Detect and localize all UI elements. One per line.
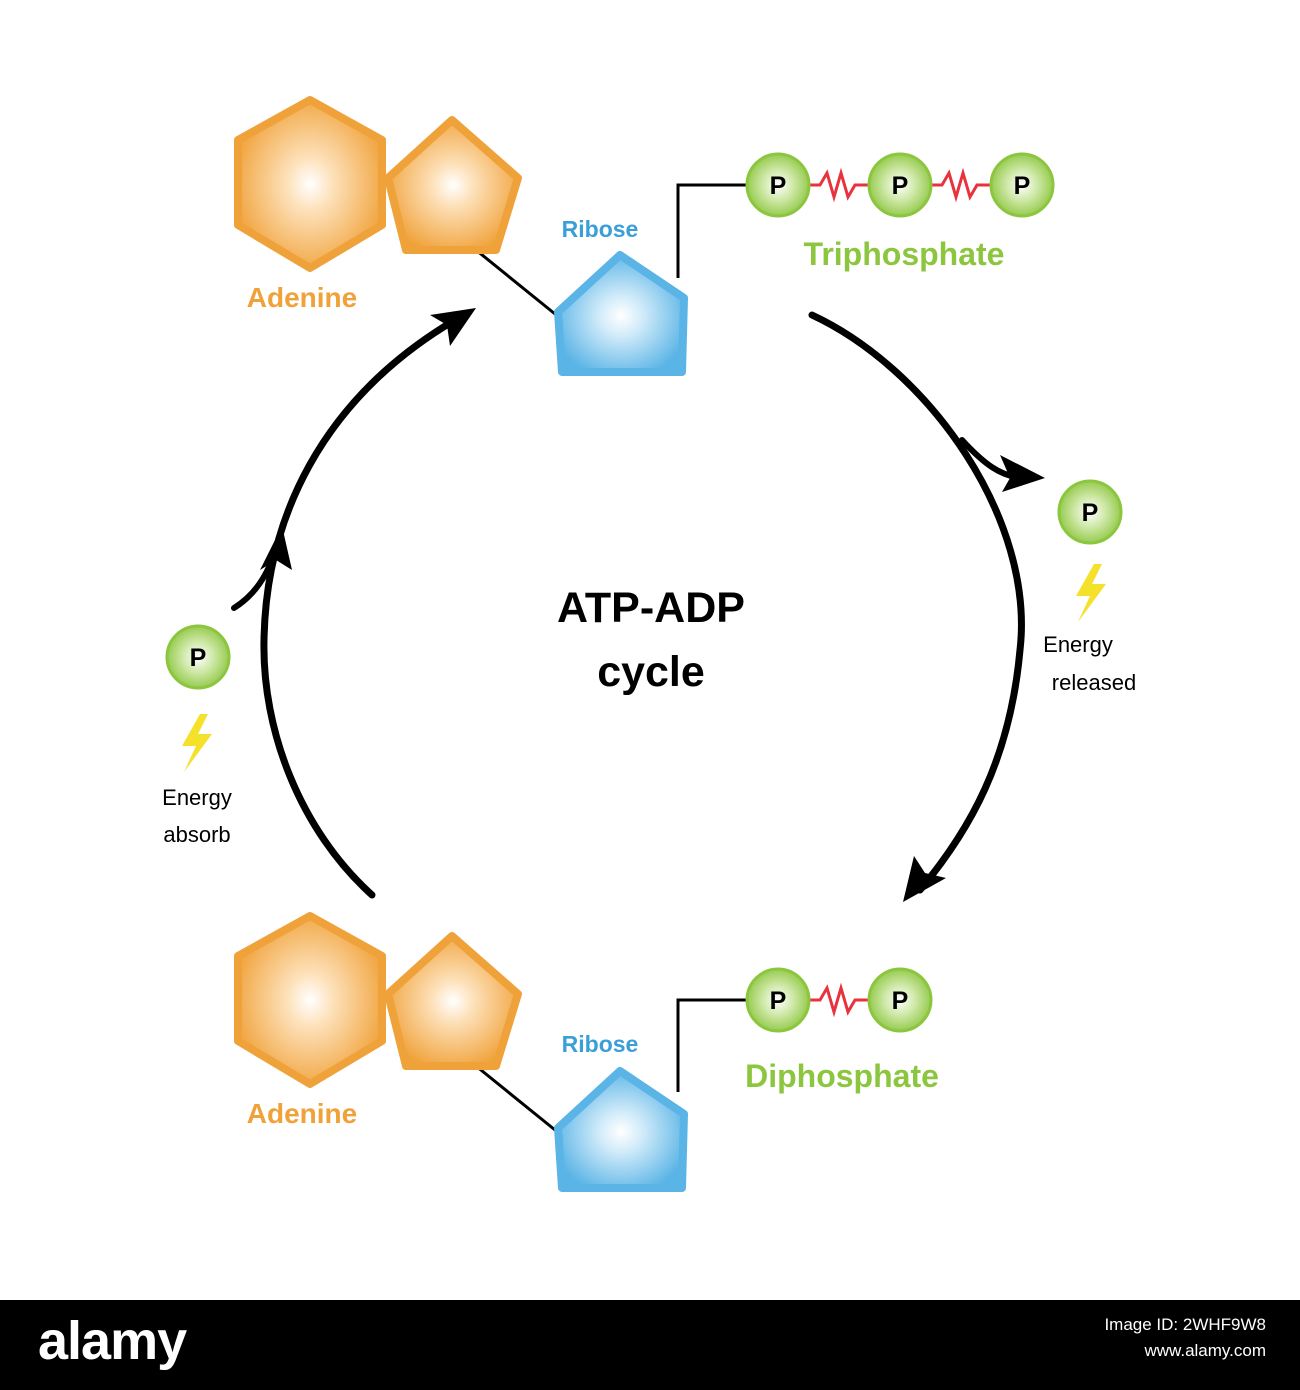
ribose-label: Ribose bbox=[562, 1031, 639, 1057]
cycle-arrows bbox=[231, 308, 1045, 902]
atp-molecule: P P P Adenine Ribose Triphosphate bbox=[234, 96, 1055, 376]
diphosphate-label: Diphosphate bbox=[745, 1058, 939, 1094]
high-energy-bond bbox=[932, 167, 992, 203]
energy-released-line1: Energy bbox=[1043, 632, 1113, 657]
phosphate-circle: P bbox=[745, 967, 811, 1033]
phosphate-label: P bbox=[1082, 499, 1099, 527]
phosphate-circle: P bbox=[745, 152, 811, 218]
phosphate-label: P bbox=[1014, 172, 1031, 200]
phosphate-label: P bbox=[770, 987, 787, 1015]
adp-molecule: P P Adenine Ribose Diphosphate bbox=[234, 912, 939, 1192]
adp-arrowhead bbox=[903, 856, 946, 902]
image-id-label: Image ID: 2WHF9W8 bbox=[1104, 1315, 1266, 1334]
lightning-icon bbox=[182, 714, 212, 772]
released-phosphate-group: P Energy released bbox=[1043, 479, 1136, 695]
diagram-canvas: P P P Adenine Ribose Triphosphate P P Ad… bbox=[162, 96, 1136, 1192]
absorb-branch-arrowhead bbox=[260, 526, 292, 570]
adenine-hexagon bbox=[234, 96, 386, 272]
energy-absorb-line1: Energy bbox=[162, 785, 232, 810]
energy-released-line2: released bbox=[1052, 670, 1136, 695]
phosphate-label: P bbox=[770, 172, 787, 200]
ribose-phosphate-bond bbox=[676, 183, 748, 278]
absorb-arc bbox=[260, 316, 459, 899]
adenine-label: Adenine bbox=[247, 1098, 357, 1129]
high-energy-bond bbox=[810, 982, 870, 1018]
ribose-pentagon bbox=[554, 251, 688, 376]
adenine-pentagon bbox=[384, 116, 522, 254]
absorbed-phosphate-group: P Energy absorb bbox=[162, 624, 232, 847]
site-url[interactable]: www.alamy.com bbox=[1144, 1341, 1266, 1360]
adenine-ribose-bond bbox=[475, 1064, 561, 1136]
phosphate-circle: P bbox=[867, 152, 933, 218]
phosphate-circle: P bbox=[867, 967, 933, 1033]
image-id-block: Image ID: 2WHF9W8 www.alamy.com bbox=[1104, 1312, 1266, 1364]
watermark-footer: alamy Image ID: 2WHF9W8 www.alamy.com bbox=[0, 1300, 1300, 1390]
release-branch-arrowhead bbox=[1000, 455, 1045, 492]
high-energy-bond bbox=[810, 167, 870, 203]
ribose-phosphate-bond bbox=[676, 998, 748, 1092]
energy-absorb-line2: absorb bbox=[163, 822, 230, 847]
adenine-ribose-bond bbox=[475, 248, 561, 320]
cycle-title-line1: ATP-ADP bbox=[557, 584, 745, 632]
phosphate-circle bbox=[165, 624, 231, 690]
adenine-pentagon bbox=[384, 932, 522, 1070]
adenine-label: Adenine bbox=[247, 282, 357, 313]
lightning-icon bbox=[1076, 564, 1106, 622]
ribose-label: Ribose bbox=[562, 216, 639, 242]
triphosphate-label: Triphosphate bbox=[804, 236, 1005, 272]
cycle-title-line2: cycle bbox=[597, 648, 705, 696]
phosphate-circle: P bbox=[989, 152, 1055, 218]
release-arc bbox=[808, 311, 1025, 894]
phosphate-circle bbox=[1057, 479, 1123, 545]
alamy-logo[interactable]: alamy bbox=[38, 1311, 187, 1371]
atp-arrowhead bbox=[430, 308, 476, 346]
ribose-pentagon bbox=[554, 1067, 688, 1192]
phosphate-label: P bbox=[892, 172, 909, 200]
adenine-hexagon bbox=[234, 912, 386, 1088]
phosphate-label: P bbox=[190, 644, 207, 672]
phosphate-label: P bbox=[892, 987, 909, 1015]
